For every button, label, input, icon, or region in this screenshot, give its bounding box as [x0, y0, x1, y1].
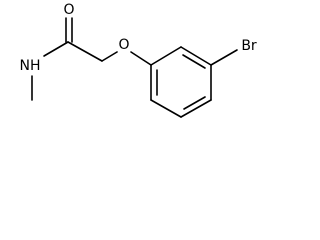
ring-bond-2 [150, 99, 182, 118]
ring-bond-5 [180, 46, 212, 66]
bromine-label: Br [241, 38, 257, 54]
carbonyl-to-methylene-bond [67, 41, 103, 62]
carbonyl-oxygen-label: O [63, 2, 74, 18]
ring-bond-6 [150, 46, 182, 66]
amide-nitrogen-label: NH [20, 58, 41, 74]
atom-labels: O NH O Br [20, 2, 257, 74]
bond-lines [31, 17, 238, 118]
ether-oxygen-to-ring-bond [130, 51, 152, 66]
carbonyl-to-nitrogen-bond [43, 41, 69, 57]
chemical-structure-diagram: O NH O Br [20, 2, 257, 118]
ring-inner-double-bond-3 [182, 54, 206, 69]
ring-inner-double-bond-2 [183, 96, 206, 110]
ether-oxygen-label: O [118, 37, 129, 53]
ring-to-bromine-bond [210, 49, 238, 66]
methylene-to-ether-oxygen-bond [101, 51, 118, 62]
ring-bond-3 [180, 99, 212, 118]
